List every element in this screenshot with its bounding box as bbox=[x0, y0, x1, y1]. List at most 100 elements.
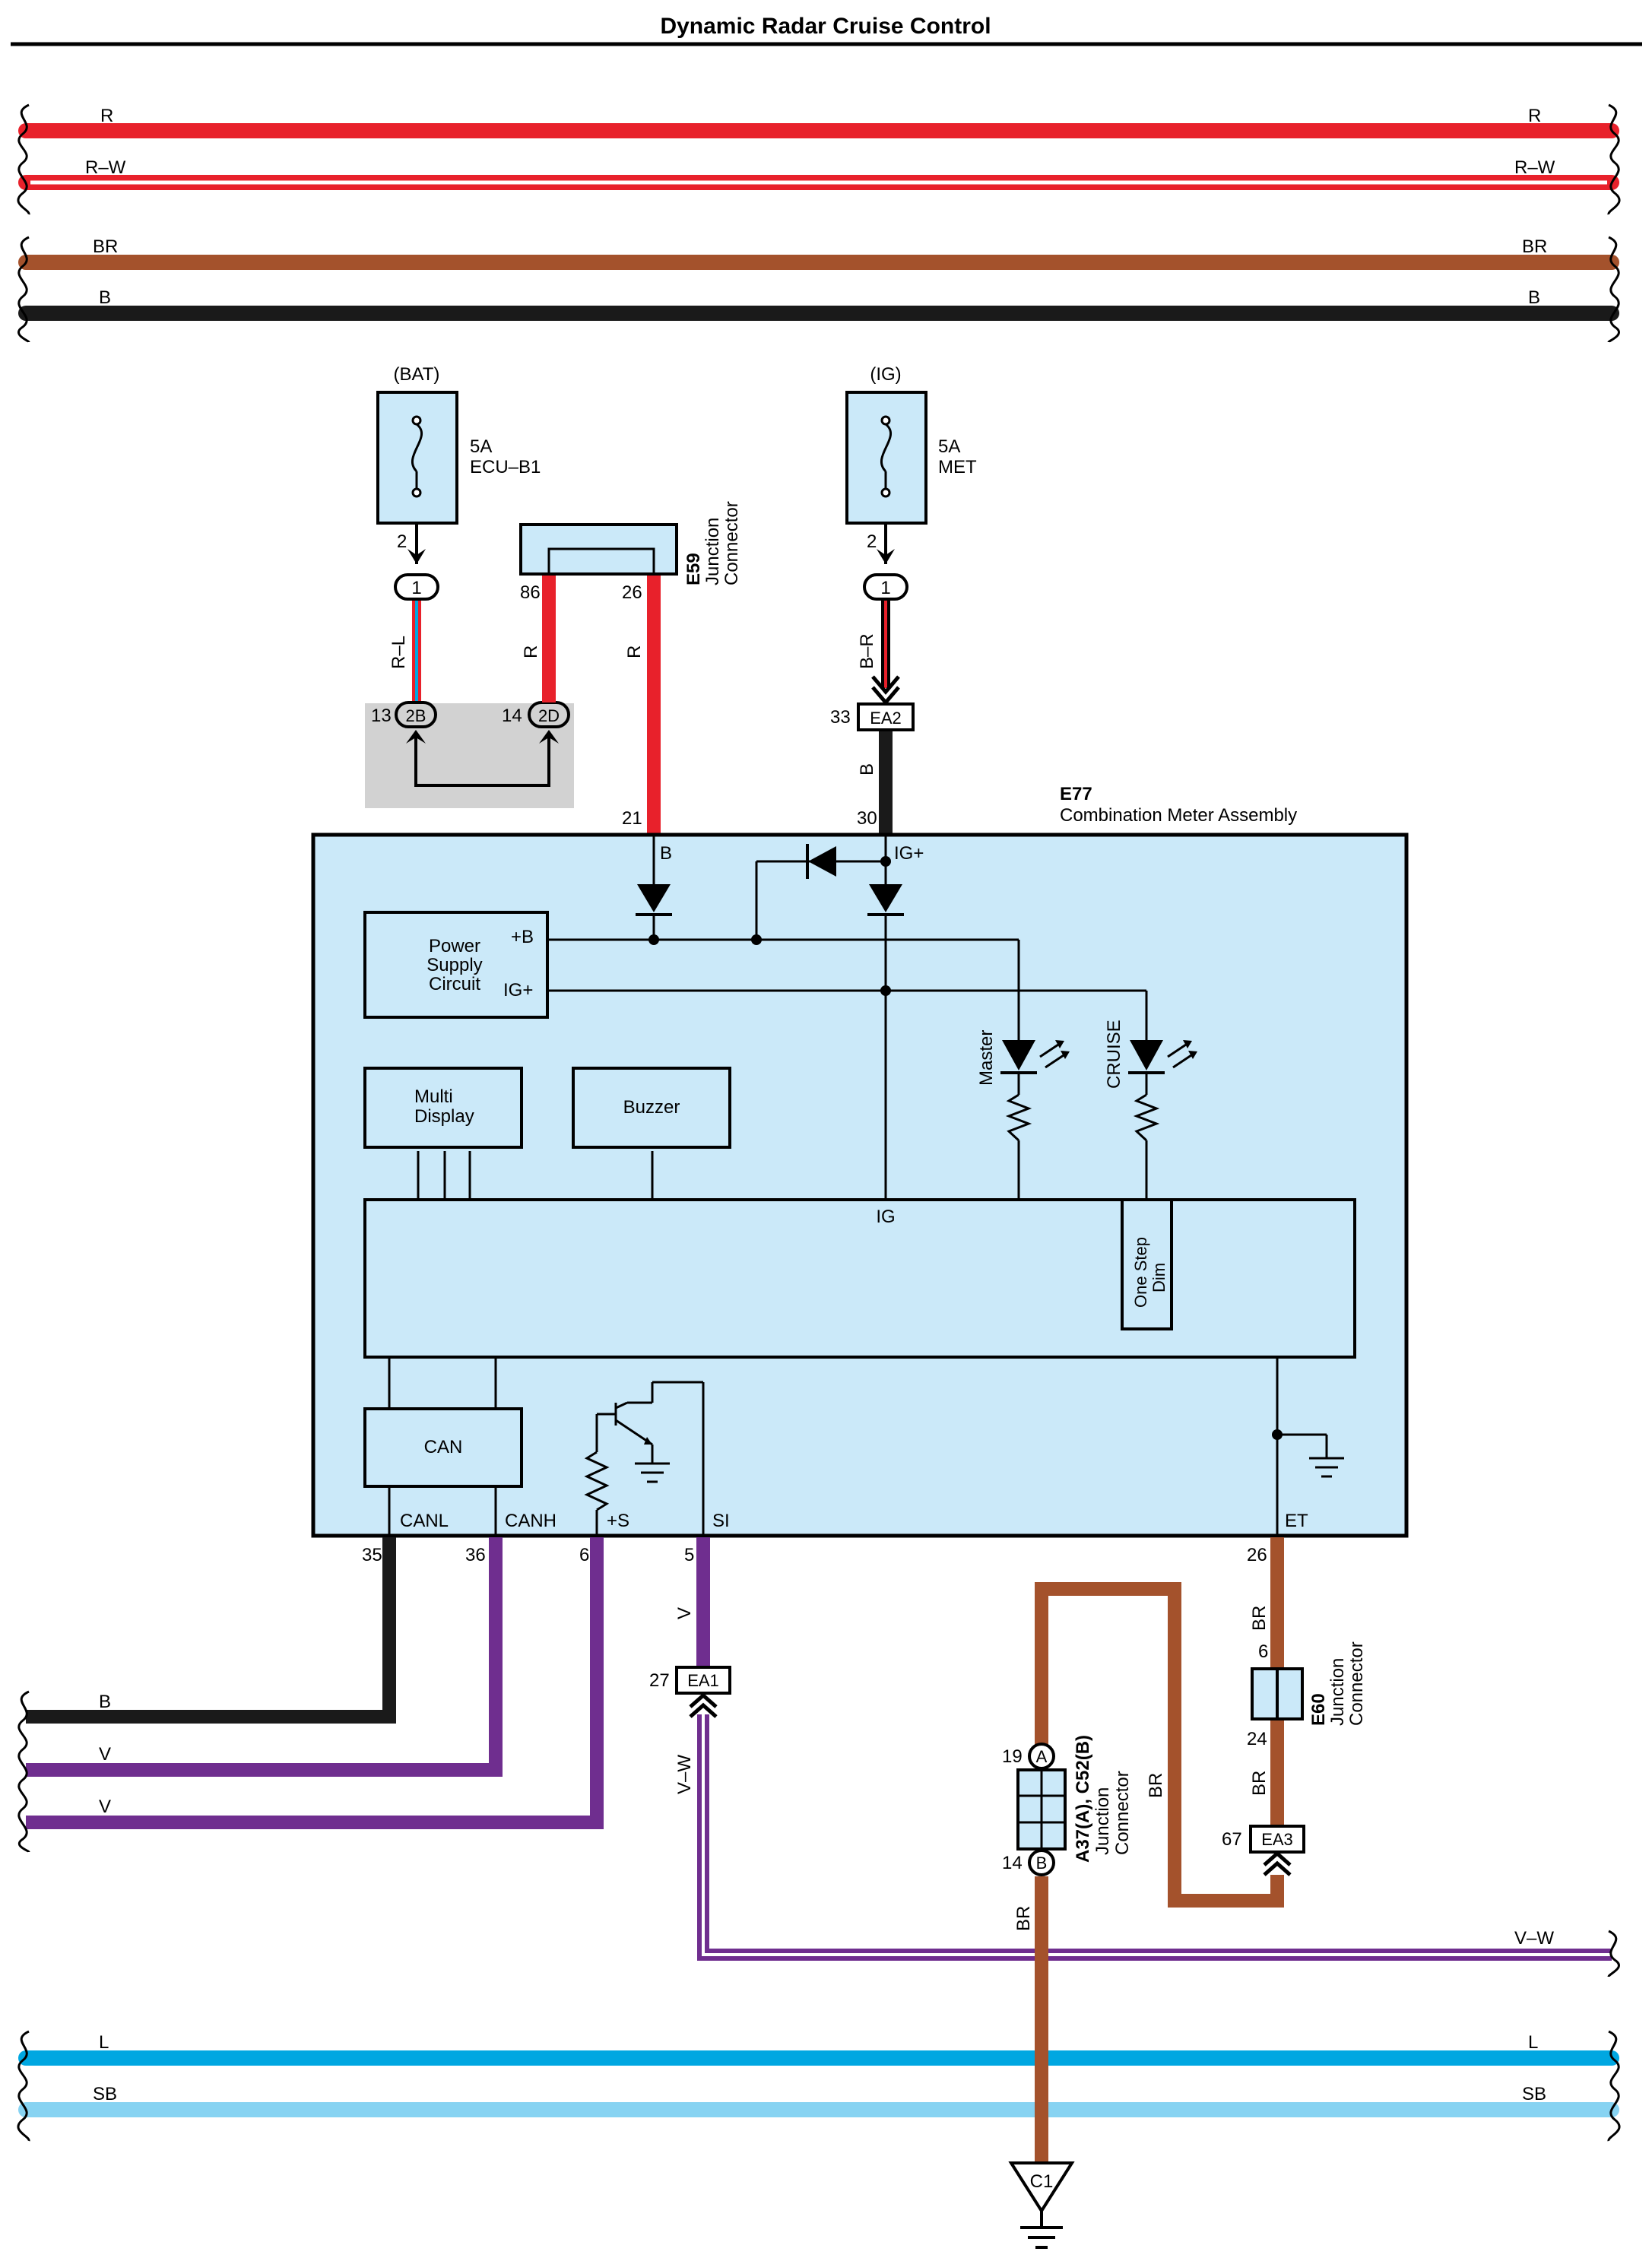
wire-label-v-si: V bbox=[674, 1607, 695, 1619]
wire-label-br-e60a: BR bbox=[1249, 1606, 1270, 1631]
psc-line1: Power bbox=[429, 936, 480, 956]
jumper-2b-2d bbox=[414, 734, 550, 787]
ig-label: IG bbox=[876, 1207, 895, 1227]
fuse-ig-name: MET bbox=[938, 457, 977, 477]
meter-igplus-label: IG+ bbox=[894, 843, 924, 864]
rail-break-left-bottom bbox=[17, 1690, 30, 1854]
a37-line2: Connector bbox=[1112, 1771, 1133, 1855]
wire-label-br-down: BR bbox=[1013, 1906, 1034, 1931]
power-supply-circuit bbox=[363, 911, 549, 1019]
rail-label-b-left: B bbox=[99, 287, 111, 308]
rail-break-right-top bbox=[1607, 103, 1621, 215]
e60-pin-24: 24 bbox=[1247, 1729, 1267, 1749]
terminal-et: ET bbox=[1285, 1511, 1308, 1531]
fuse-ig-box bbox=[845, 391, 927, 525]
rail-label-b-right: B bbox=[1528, 287, 1540, 308]
fuse-met: (IG) 5A MET 2 bbox=[845, 364, 977, 564]
meter-b-label: B bbox=[660, 843, 672, 864]
ground-c1-label: C1 bbox=[1030, 2171, 1054, 2192]
a37-pin-19: 19 bbox=[1002, 1746, 1023, 1767]
fuse-ig-rating: 5A bbox=[938, 436, 960, 457]
terminal-si: SI bbox=[712, 1511, 730, 1531]
psc-line3: Circuit bbox=[429, 974, 480, 994]
wire-canl-b bbox=[26, 1537, 396, 1724]
connector-ea1-label: EA1 bbox=[687, 1671, 719, 1690]
a37-terminal-b bbox=[1028, 1849, 1055, 1876]
fuse-bat-rating: 5A bbox=[470, 436, 492, 457]
rail-label-b-bottom: B bbox=[99, 1692, 111, 1712]
wire-label-br-e60b: BR bbox=[1249, 1771, 1270, 1796]
e59-code: E59 bbox=[683, 553, 704, 585]
rail-break-left-lsb bbox=[17, 2030, 30, 2142]
ground-c1-triangle bbox=[1008, 2161, 1075, 2214]
terminal-canl: CANL bbox=[400, 1511, 449, 1531]
e59-line1: Junction bbox=[702, 518, 723, 585]
a37-a-label: A bbox=[1036, 1747, 1048, 1766]
rail-label-v2-bottom: V bbox=[99, 1797, 111, 1817]
fuse-bat-box bbox=[376, 391, 458, 525]
rail-label-r-left: R bbox=[100, 106, 113, 126]
splice-1-left-label: 1 bbox=[411, 578, 421, 598]
can-label: CAN bbox=[424, 1437, 463, 1457]
wire-label-b-ig: B bbox=[857, 763, 877, 775]
connector-ea2-label: EA2 bbox=[870, 709, 902, 728]
e60-pin-6: 6 bbox=[1258, 1641, 1268, 1662]
osd-line1: One Step bbox=[1131, 1237, 1150, 1308]
rail-label-rw-right: R–W bbox=[1514, 157, 1555, 178]
pin-14: 14 bbox=[502, 706, 522, 726]
meter-pin-21: 21 bbox=[622, 808, 642, 829]
cruise-label: CRUISE bbox=[1104, 1020, 1124, 1089]
rail-label-l-left: L bbox=[99, 2032, 109, 2053]
pin-35: 35 bbox=[362, 1545, 382, 1565]
diode-b bbox=[637, 884, 671, 912]
splice-2b-label: 2B bbox=[406, 706, 426, 725]
rail-break-right-vw bbox=[1607, 1930, 1620, 1977]
can-block bbox=[363, 1407, 523, 1488]
multi-display bbox=[363, 1067, 523, 1149]
fuse-bat-name: ECU–B1 bbox=[470, 457, 541, 477]
rail-break-left-top2 bbox=[17, 236, 30, 344]
wire-plus-s-v bbox=[26, 1537, 604, 1829]
terminal-plus-s: +S bbox=[607, 1511, 629, 1531]
connector-ea2 bbox=[857, 702, 915, 731]
e60-line2: Connector bbox=[1346, 1641, 1367, 1726]
connector-ea3-label: EA3 bbox=[1261, 1830, 1293, 1849]
e77-name: Combination Meter Assembly bbox=[1060, 805, 1297, 826]
a37-b-label: B bbox=[1036, 1854, 1048, 1873]
meter-pin-30: 30 bbox=[857, 808, 877, 829]
rail-label-sb-left: SB bbox=[93, 2084, 117, 2104]
wire-label-vw-si: V–W bbox=[674, 1755, 695, 1794]
splice-1-left bbox=[394, 573, 439, 601]
e77-code: E77 bbox=[1060, 784, 1092, 804]
rail-label-l-right: L bbox=[1528, 2032, 1538, 2053]
buzzer-label: Buzzer bbox=[623, 1097, 680, 1118]
fuse-ig-source: (IG) bbox=[870, 364, 901, 385]
diode-cross bbox=[808, 846, 836, 877]
a37-pin-14: 14 bbox=[1002, 1853, 1023, 1873]
pin-26: 26 bbox=[1247, 1545, 1267, 1565]
connector-ea2-pin: 33 bbox=[830, 707, 851, 728]
wire-label-r1: R bbox=[521, 645, 541, 658]
e59-junction-connector: E59 Junction Connector 86 26 bbox=[519, 501, 742, 603]
rail-label-r-right: R bbox=[1528, 106, 1541, 126]
one-step-dim bbox=[1121, 1198, 1173, 1330]
master-indicator: Master bbox=[976, 1030, 1070, 1142]
pin-5: 5 bbox=[684, 1545, 694, 1565]
splice-1-right-label: 1 bbox=[880, 578, 890, 598]
cruise-indicator: CRUISE bbox=[1104, 1020, 1197, 1142]
rail-break-right-lsb bbox=[1607, 2030, 1621, 2142]
ground-symbol bbox=[1020, 2211, 1063, 2249]
fuse-bat-source: (BAT) bbox=[394, 364, 440, 385]
e60-code: E60 bbox=[1308, 1693, 1329, 1726]
e59-pin-86: 86 bbox=[520, 582, 541, 603]
e59-pin-26: 26 bbox=[622, 582, 642, 603]
rail-label-vw-right: V–W bbox=[1514, 1928, 1554, 1949]
splice-2b bbox=[395, 701, 437, 728]
connector-ea3-pin: 67 bbox=[1222, 1829, 1242, 1850]
pin-6: 6 bbox=[579, 1545, 589, 1565]
meter-main-block bbox=[363, 1198, 1356, 1359]
pin-36: 36 bbox=[465, 1545, 486, 1565]
wire-canh-v bbox=[26, 1537, 503, 1777]
e60-line1: Junction bbox=[1327, 1658, 1348, 1726]
multi-display-line1: Multi bbox=[414, 1086, 453, 1107]
